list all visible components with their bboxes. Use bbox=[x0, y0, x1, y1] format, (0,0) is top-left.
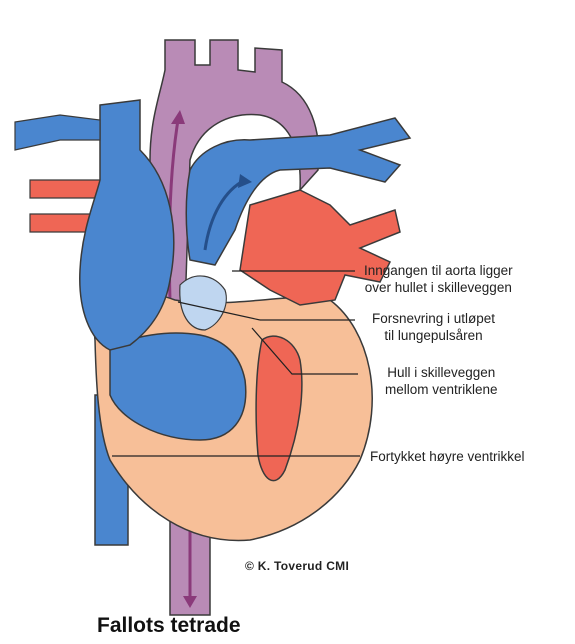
label-aorta-entrance-line1: Inngangen til aorta ligger bbox=[364, 262, 513, 279]
label-aorta-entrance: Inngangen til aorta ligger over hullet i… bbox=[364, 262, 513, 296]
label-septal-defect: Hull i skilleveggen mellom ventriklene bbox=[385, 364, 498, 398]
copyright-text: © K. Toverud CMI bbox=[245, 559, 349, 573]
pulmonary-vein-upper-left bbox=[30, 180, 100, 198]
label-septal-defect-line2: mellom ventriklene bbox=[385, 381, 498, 398]
label-pulmonary-stenosis: Forsnevring i utløpet til lungepulsåren bbox=[372, 310, 495, 344]
label-pulmonary-stenosis-line2: til lungepulsåren bbox=[372, 327, 495, 344]
label-septal-defect-line1: Hull i skilleveggen bbox=[385, 364, 498, 381]
diagram-title: Fallots tetrade bbox=[97, 614, 241, 638]
label-thickened-ventricle: Fortykket høyre ventrikkel bbox=[370, 448, 525, 465]
label-thickened-ventricle-line1: Fortykket høyre ventrikkel bbox=[370, 448, 525, 465]
brachiocephalic-vein bbox=[15, 115, 100, 150]
label-pulmonary-stenosis-line1: Forsnevring i utløpet bbox=[372, 310, 495, 327]
label-aorta-entrance-line2: over hullet i skilleveggen bbox=[364, 279, 513, 296]
